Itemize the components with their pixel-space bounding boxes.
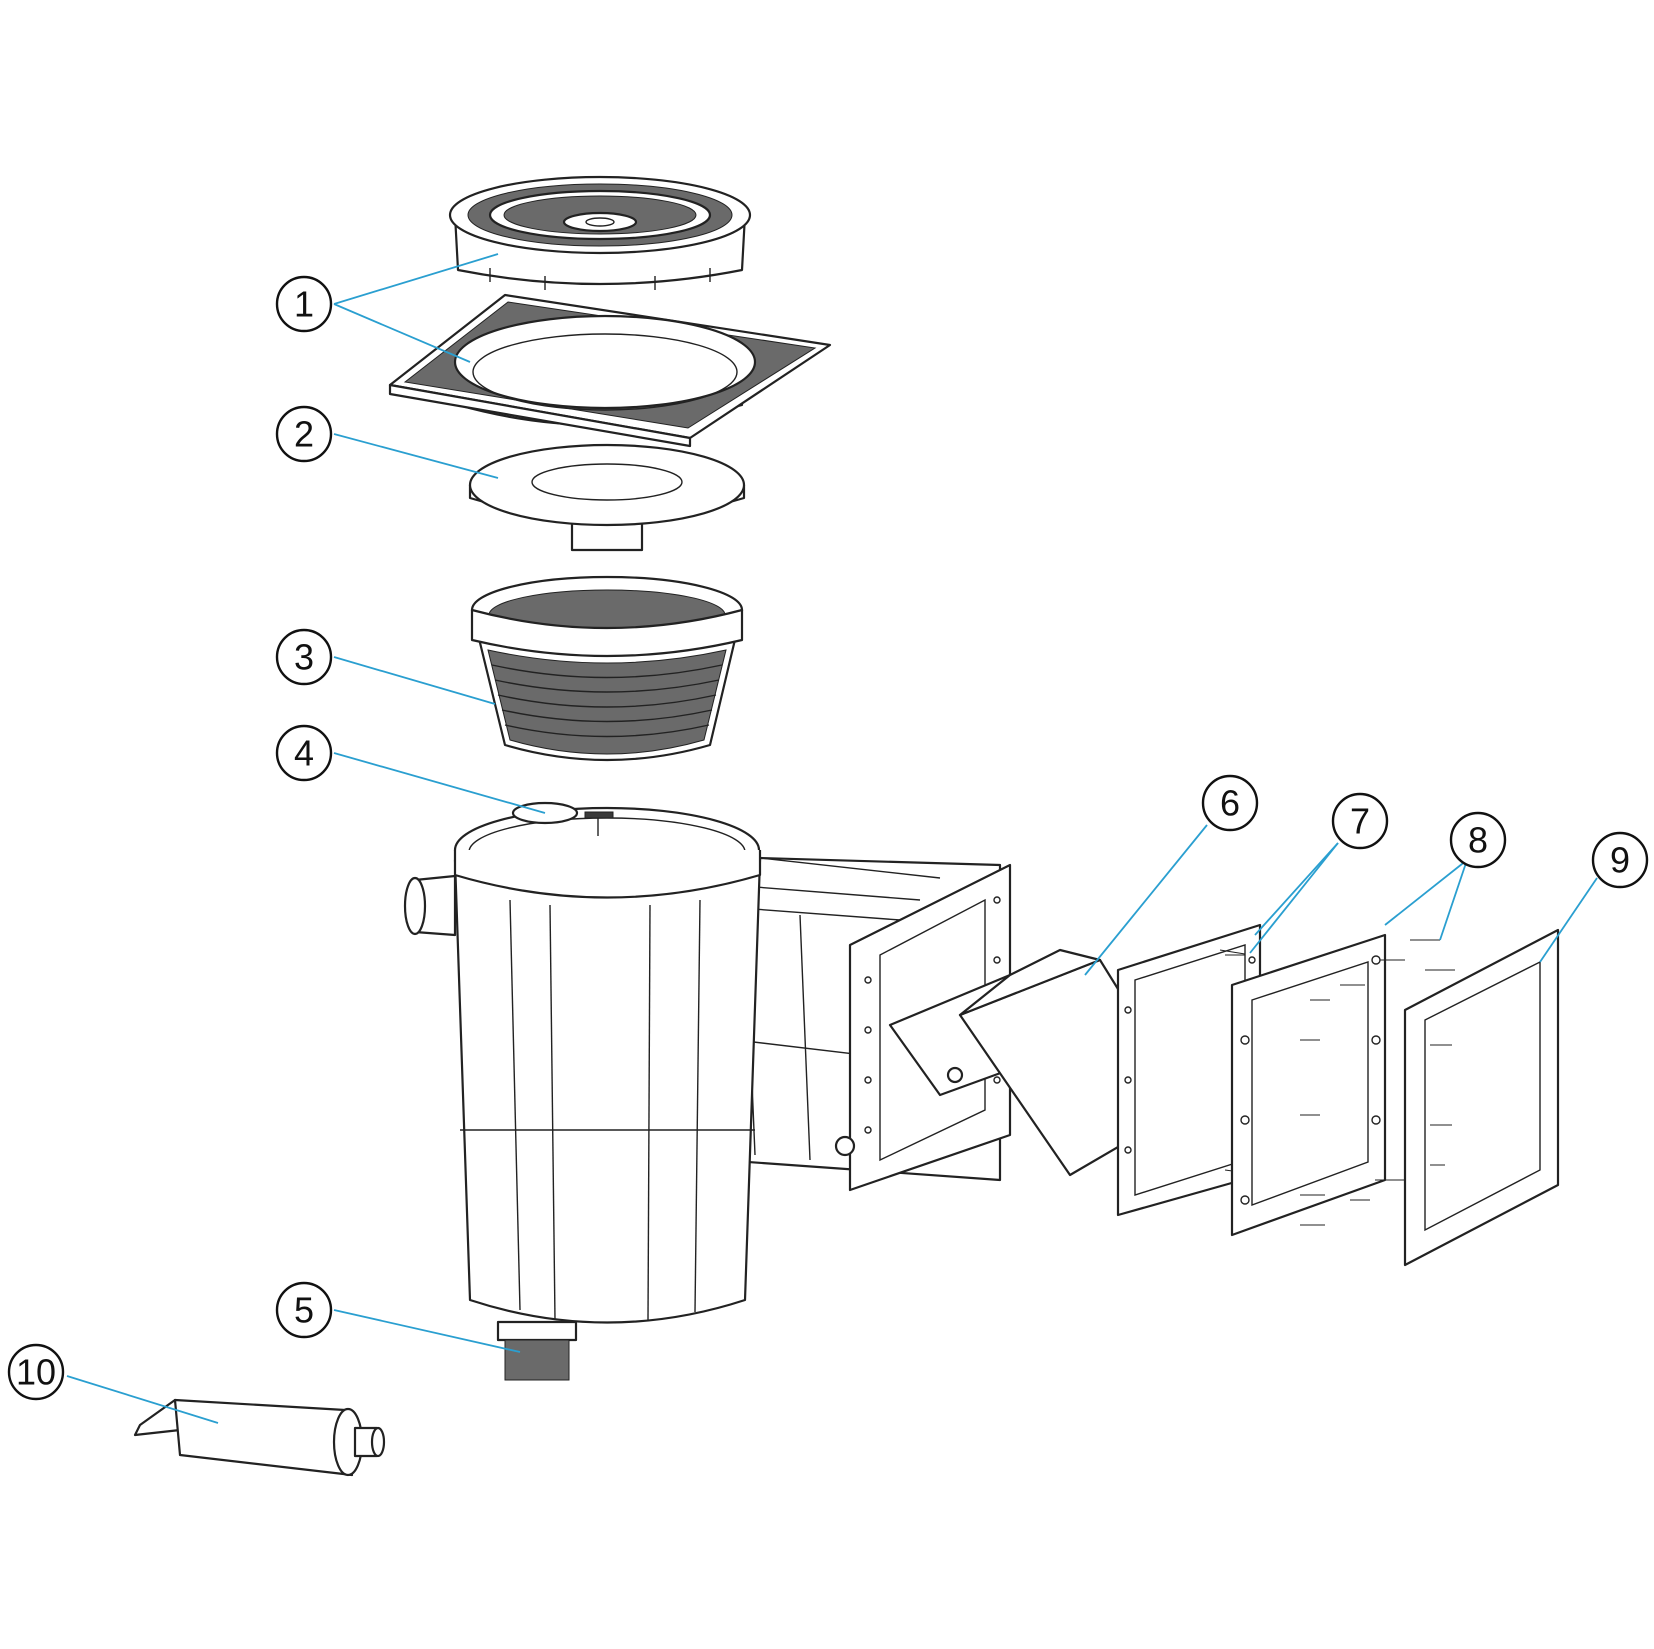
leader-5: [333, 1309, 521, 1353]
leader-7a: [1254, 842, 1339, 936]
callout-5: 5: [275, 1281, 333, 1339]
callout-label: 9: [1610, 840, 1630, 881]
callout-2: 2: [275, 405, 333, 463]
part-skimmer-body: [403, 801, 1012, 1381]
leader-8a: [1384, 859, 1468, 926]
callout-label: 3: [294, 637, 314, 678]
callout-label: 2: [294, 414, 314, 455]
leader-10: [66, 1375, 219, 1424]
callout-10: 10: [7, 1343, 65, 1401]
callout-9: 9: [1591, 831, 1649, 889]
part-collar: [468, 443, 746, 552]
leader-6: [1084, 824, 1208, 976]
part-frame-plate: [1225, 933, 1455, 1237]
callout-label: 5: [294, 1290, 314, 1331]
callout-7: 7: [1331, 792, 1389, 850]
leader-1a: [333, 253, 499, 305]
leader-4: [333, 752, 546, 814]
leader-8b: [1439, 859, 1468, 941]
part-basket: [470, 575, 744, 762]
part-cover-plate: [1403, 928, 1560, 1267]
callout-label: 10: [16, 1352, 56, 1393]
callout-4: 4: [275, 724, 333, 782]
callout-label: 1: [294, 284, 314, 325]
leader-7b: [1249, 842, 1339, 954]
leader-3: [333, 656, 496, 705]
leader-1b: [333, 303, 471, 363]
callout-8: 8: [1449, 811, 1507, 869]
leader-lines: [66, 253, 1598, 1424]
callout-3: 3: [275, 628, 333, 686]
callout-label: 6: [1220, 783, 1240, 824]
part-round-lid: [448, 175, 752, 290]
part-square-flange: [388, 293, 832, 448]
part-glue-tube: [133, 1398, 386, 1477]
callout-1: 1: [275, 275, 333, 333]
callout-6: 6: [1201, 774, 1259, 832]
callout-label: 4: [294, 733, 314, 774]
leader-2: [333, 433, 499, 479]
callout-label: 8: [1468, 820, 1488, 861]
leader-9: [1539, 877, 1598, 963]
callout-label: 7: [1350, 801, 1370, 842]
